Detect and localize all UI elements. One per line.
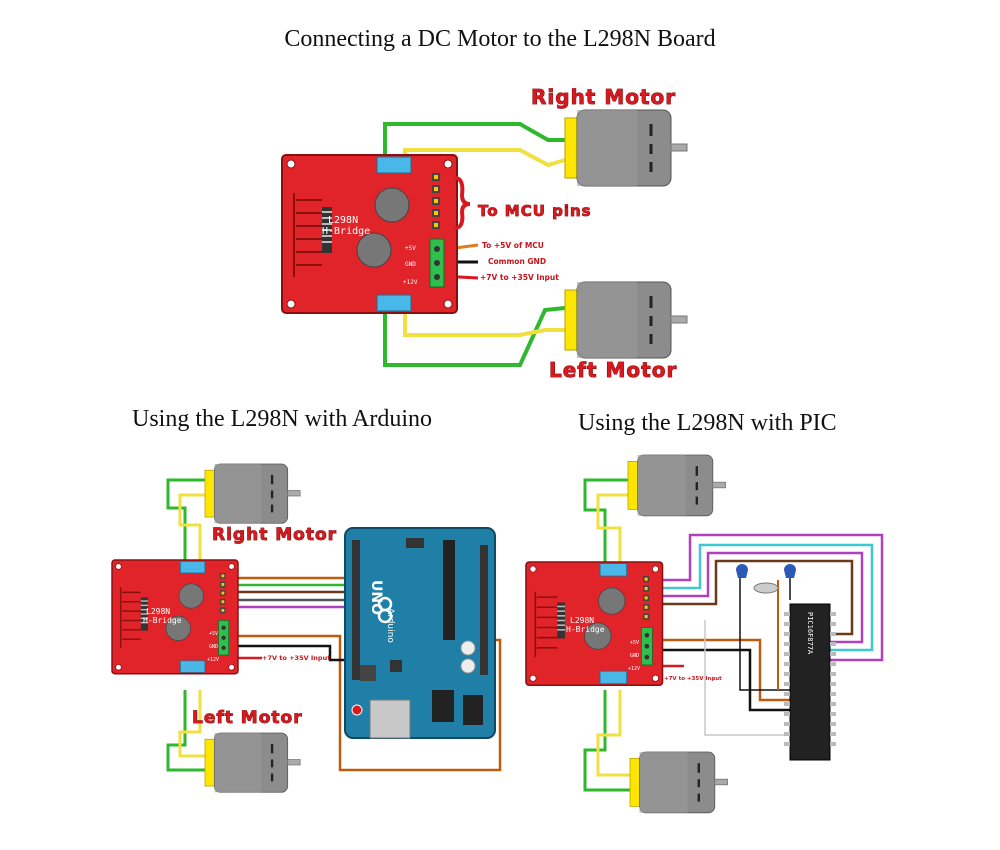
pin-5v-arduino: +5V (209, 631, 218, 637)
pic-wiring (583, 478, 884, 792)
mcu-pins-brace (454, 176, 471, 230)
arduino-wiring (166, 478, 502, 772)
pin-5v-top: +5V (405, 245, 416, 252)
board-subtitle-pic: H-Bridge (566, 625, 605, 634)
arduino-infinity-icon (377, 596, 393, 624)
pin-12v-top: +12V (403, 279, 418, 286)
power-input-label-arduino: +7V to +35V Input (262, 654, 330, 662)
power-input-label-pic: +7V to +35V Input (664, 676, 722, 682)
pin-12v-arduino: +12V (207, 657, 219, 663)
left-motor-arduino (203, 731, 302, 794)
board-name-pic: L298N (570, 616, 594, 625)
board-name-arduino: L298N (146, 607, 170, 616)
common-gnd-label: Common GND (488, 257, 546, 266)
crystal-oscillator (736, 564, 796, 594)
right-motor-arduino (203, 462, 302, 525)
pin-5v-pic: +5V (630, 640, 639, 646)
pin-gnd-arduino: GND (209, 644, 218, 650)
plus5v-mcu-label: To +5V of MCU (482, 241, 544, 250)
left-motor-top (563, 280, 689, 360)
board-subtitle-top: H-Bridge (322, 226, 370, 237)
to-mcu-pins-label: To MCU pins (478, 202, 592, 220)
pic-chip-label: PIC16F877A (806, 612, 814, 655)
right-motor-top (563, 108, 689, 188)
pin-gnd-pic: GND (630, 653, 639, 659)
l298n-board-pic (525, 561, 664, 687)
pic-section-title: Using the L298N with PIC (578, 410, 837, 436)
right-motor-pic (626, 453, 727, 517)
pin-gnd-top: GND (405, 261, 416, 268)
pin-12v-pic: +12V (628, 666, 640, 672)
left-motor-pic (628, 750, 729, 814)
arduino-uno-board: UNO Arduino (344, 527, 496, 739)
right-motor-label-top: Right Motor (531, 85, 676, 109)
arduino-model-text: Arduino (385, 608, 395, 643)
right-motor-label-arduino: Right Motor (212, 525, 337, 545)
arduino-section-title: Using the L298N with Arduino (132, 406, 432, 432)
main-title: Connecting a DC Motor to the L298N Board (284, 26, 716, 52)
pic-chip: PIC16F877A (784, 603, 836, 761)
board-name-top: L298N (328, 215, 358, 226)
board-subtitle-arduino: H-Bridge (143, 616, 182, 625)
left-motor-label-arduino: Left Motor (192, 708, 303, 728)
left-motor-label-top: Left Motor (549, 358, 677, 382)
power-input-label-top: +7V to +35V Input (480, 273, 559, 282)
